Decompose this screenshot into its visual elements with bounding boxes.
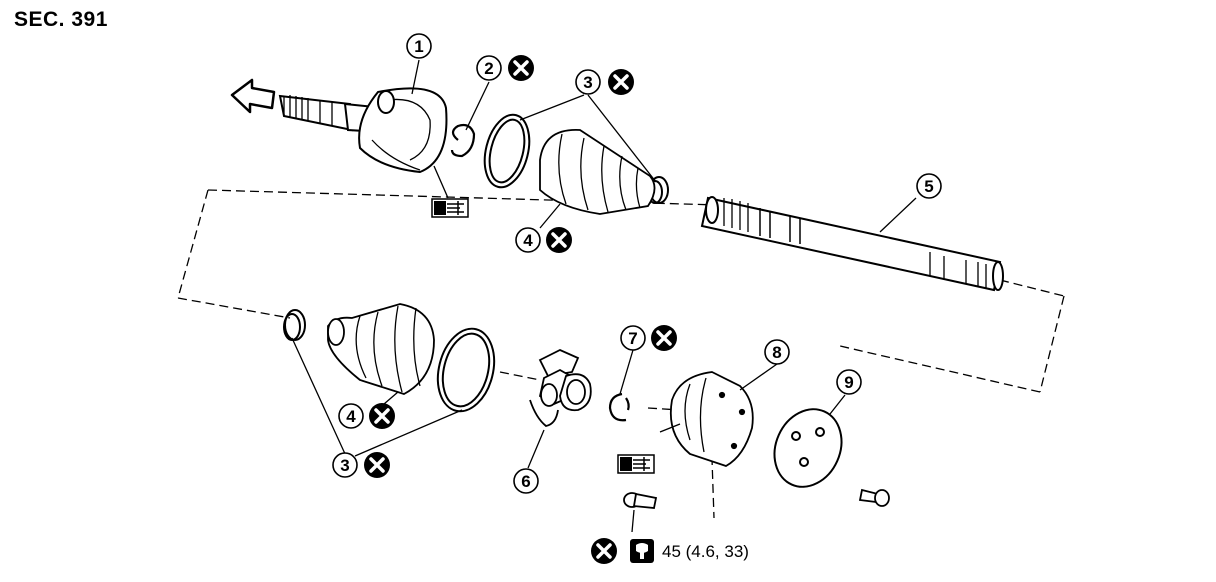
callout-7: 7 <box>620 323 679 353</box>
do-not-reuse-icon <box>606 67 636 97</box>
callout-4-lower: 4 <box>338 401 397 431</box>
snap-ring <box>608 392 630 422</box>
callout-2: 2 <box>476 53 536 83</box>
callout-4-upper: 4 <box>515 225 574 255</box>
dust-cover-plate <box>773 408 843 488</box>
svg-text:2: 2 <box>484 59 493 78</box>
torque-wrench-icon <box>630 539 654 563</box>
svg-text:6: 6 <box>521 472 530 491</box>
housing-bolt <box>623 492 658 509</box>
circular-clip <box>450 123 476 158</box>
svg-text:3: 3 <box>340 456 349 475</box>
wheel-side-joint <box>278 87 448 174</box>
cover-bolt <box>858 488 890 507</box>
boot-upper <box>539 129 656 215</box>
do-not-reuse-icon <box>649 323 679 353</box>
svg-text:45 (4.6, 33): 45 (4.6, 33) <box>662 542 749 561</box>
callout-3-upper: 3 <box>575 67 636 97</box>
do-not-reuse-icon <box>506 53 536 83</box>
boot-band-large-upper <box>483 113 531 189</box>
drive-shaft <box>700 196 1004 292</box>
do-not-reuse-icon <box>544 225 574 255</box>
do-not-reuse-icon <box>367 401 397 431</box>
do-not-reuse-icon <box>362 450 392 480</box>
svg-text:4: 4 <box>523 231 533 250</box>
svg-text:3: 3 <box>583 73 592 92</box>
callout-9: 9 <box>836 369 862 395</box>
do-not-reuse-icon <box>589 536 619 566</box>
torque-spec: 45 (4.6, 33) <box>589 536 749 566</box>
svg-text:9: 9 <box>844 373 853 392</box>
grease-icon <box>431 198 469 218</box>
callout-leaders <box>291 59 917 533</box>
section-title: SEC. 391 <box>14 8 108 31</box>
svg-text:7: 7 <box>628 329 637 348</box>
boot-band-large-lower <box>436 327 496 413</box>
callout-6: 6 <box>513 468 539 494</box>
svg-text:8: 8 <box>772 343 781 362</box>
spider-assembly <box>529 349 592 427</box>
callout-8: 8 <box>764 339 790 365</box>
grease-icon <box>617 454 655 474</box>
callout-5: 5 <box>916 173 942 199</box>
svg-text:5: 5 <box>924 177 933 196</box>
callout-1: 1 <box>406 33 432 59</box>
direction-arrow-icon <box>230 78 276 114</box>
boot-lower <box>327 303 435 395</box>
svg-text:1: 1 <box>414 37 423 56</box>
slide-joint-housing <box>669 371 754 467</box>
callout-3-lower: 3 <box>332 450 392 480</box>
svg-text:4: 4 <box>346 407 356 426</box>
boot-band-small-lower <box>283 309 306 341</box>
